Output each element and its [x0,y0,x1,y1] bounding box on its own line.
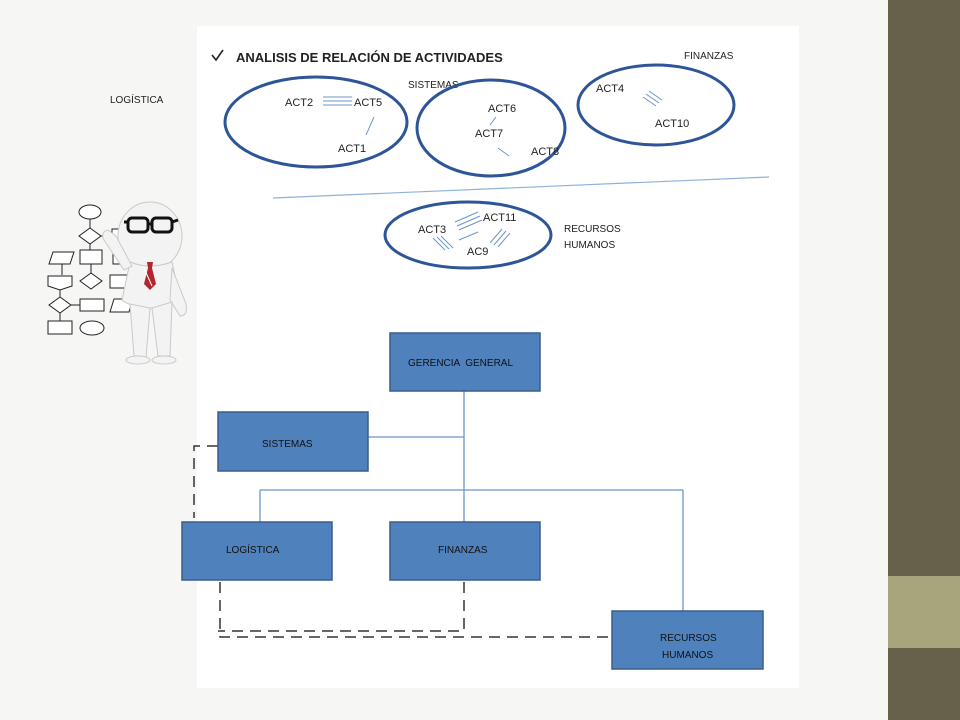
ellipse-rrhh [383,200,553,270]
org-label-rrhh-line1: RECURSOS [660,633,717,644]
org-box-logistica: LOGÍSTICA [181,521,333,581]
activity-act2: ACT2 [285,97,313,109]
org-box-sistemas: SISTEMAS [217,411,369,472]
group-label-sistemas: SISTEMAS [408,80,459,91]
relation-group-finanzas: FINANZAS ACT4 ACT10 [576,51,736,147]
activity-act10: ACT10 [655,118,689,130]
ellipse-finanzas [576,63,736,147]
activity-act5: ACT5 [354,97,382,109]
relation-lines-act4-act10 [642,90,663,107]
relation-line-act7-act8 [497,147,510,157]
slide-title-group: ANALISIS DE RELACIÓN DE ACTIVIDADES [211,49,503,65]
group-label-rrhh-line2: HUMANOS [564,240,615,251]
group-label-rrhh-line1: RECURSOS [564,224,621,235]
org-label-logistica: LOGÍSTICA [226,543,280,556]
section-divider [272,176,770,199]
org-box-recursos-humanos: RECURSOS HUMANOS [611,610,764,670]
check-mark-icon [211,49,224,62]
activity-ac9: AC9 [467,246,488,258]
sidebar-accent-block [888,576,960,648]
ellipse-logistica [223,75,409,169]
org-label-sistemas: SISTEMAS [262,439,313,450]
ellipse-sistemas [415,78,567,178]
org-chart-connectors [259,391,684,611]
activity-act7: ACT7 [475,128,503,140]
activity-act8: ACT8 [531,146,559,158]
activity-act4: ACT4 [596,83,624,95]
group-label-logistica: LOGÍSTICA [110,93,164,106]
relation-group-logistica: LOGÍSTICA ACT2 ACT5 ACT1 [110,75,409,169]
relation-lines-act3-act11 [454,211,483,231]
org-label-finanzas: FINANZAS [438,545,488,556]
org-label-gerencia-general: GERENCIA GENERAL [408,358,513,369]
org-label-rrhh-line2: HUMANOS [662,650,713,661]
activity-act1: ACT1 [338,143,366,155]
org-chart-dashed-relations [193,445,612,638]
activity-act3: ACT3 [418,224,446,236]
relation-group-sistemas: SISTEMAS ACT6 ACT7 ACT8 [408,78,567,178]
org-box-gerencia-general: GERENCIA GENERAL [389,332,541,392]
activity-act11: ACT11 [483,212,516,224]
relation-lines-act3-ac9 [432,235,454,251]
relation-line-act6-act7 [489,116,497,126]
relation-line-act3-act11-short [458,231,479,241]
tie-icon [144,262,156,290]
org-box-finanzas: FINANZAS [389,521,541,581]
group-label-finanzas: FINANZAS [684,51,734,62]
flowchart-presenter-illustration [47,201,187,365]
relation-group-rrhh: ACT11 ACT3 AC9 RECURSOS HUMANOS [383,200,621,270]
relation-lines-ac9-act11 [489,228,511,248]
relation-lines-act2-act5 [323,96,352,106]
activity-act6: ACT6 [488,103,516,115]
relation-line-act5-act1 [365,116,375,136]
slide-title: ANALISIS DE RELACIÓN DE ACTIVIDADES [236,50,503,65]
